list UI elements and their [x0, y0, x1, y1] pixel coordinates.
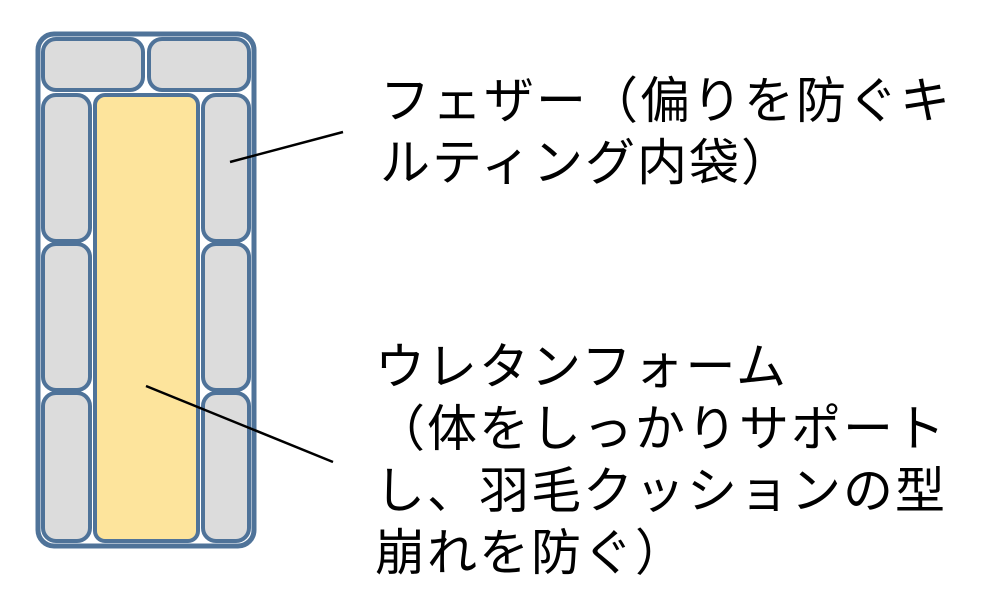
feather-pocket-left-3 [41, 391, 92, 543]
urethane-foam-core [93, 93, 200, 543]
urethane-label-line-4: 崩れを防ぐ） [375, 524, 687, 582]
feather-leader-line [229, 130, 344, 164]
urethane-foam-label: ウレタンフォーム （体をしっかりサポート し、羽毛クッションの型 崩れを防ぐ） [375, 336, 947, 584]
urethane-label-line-2: （体をしっかりサポート [375, 400, 947, 458]
feather-pocket-right-3 [201, 391, 251, 543]
feather-pocket-left-1 [41, 93, 92, 243]
feather-pocket-top-left [41, 37, 145, 92]
feather-pocket-right-1 [201, 93, 251, 243]
feather-pocket-right-2 [201, 242, 251, 392]
feather-label-line-1: フェザー（偏りを防ぐキ [380, 72, 952, 130]
feather-pocket-left-2 [41, 242, 92, 392]
feather-label-line-2: ルティング内袋） [380, 134, 793, 192]
feather-label: フェザー（偏りを防ぐキ ルティング内袋） [380, 70, 952, 194]
urethane-leader-line [145, 384, 334, 464]
urethane-label-line-3: し、羽毛クッションの型 [375, 462, 947, 520]
urethane-label-line-1: ウレタンフォーム [375, 338, 788, 396]
feather-pocket-top-right [147, 37, 251, 92]
